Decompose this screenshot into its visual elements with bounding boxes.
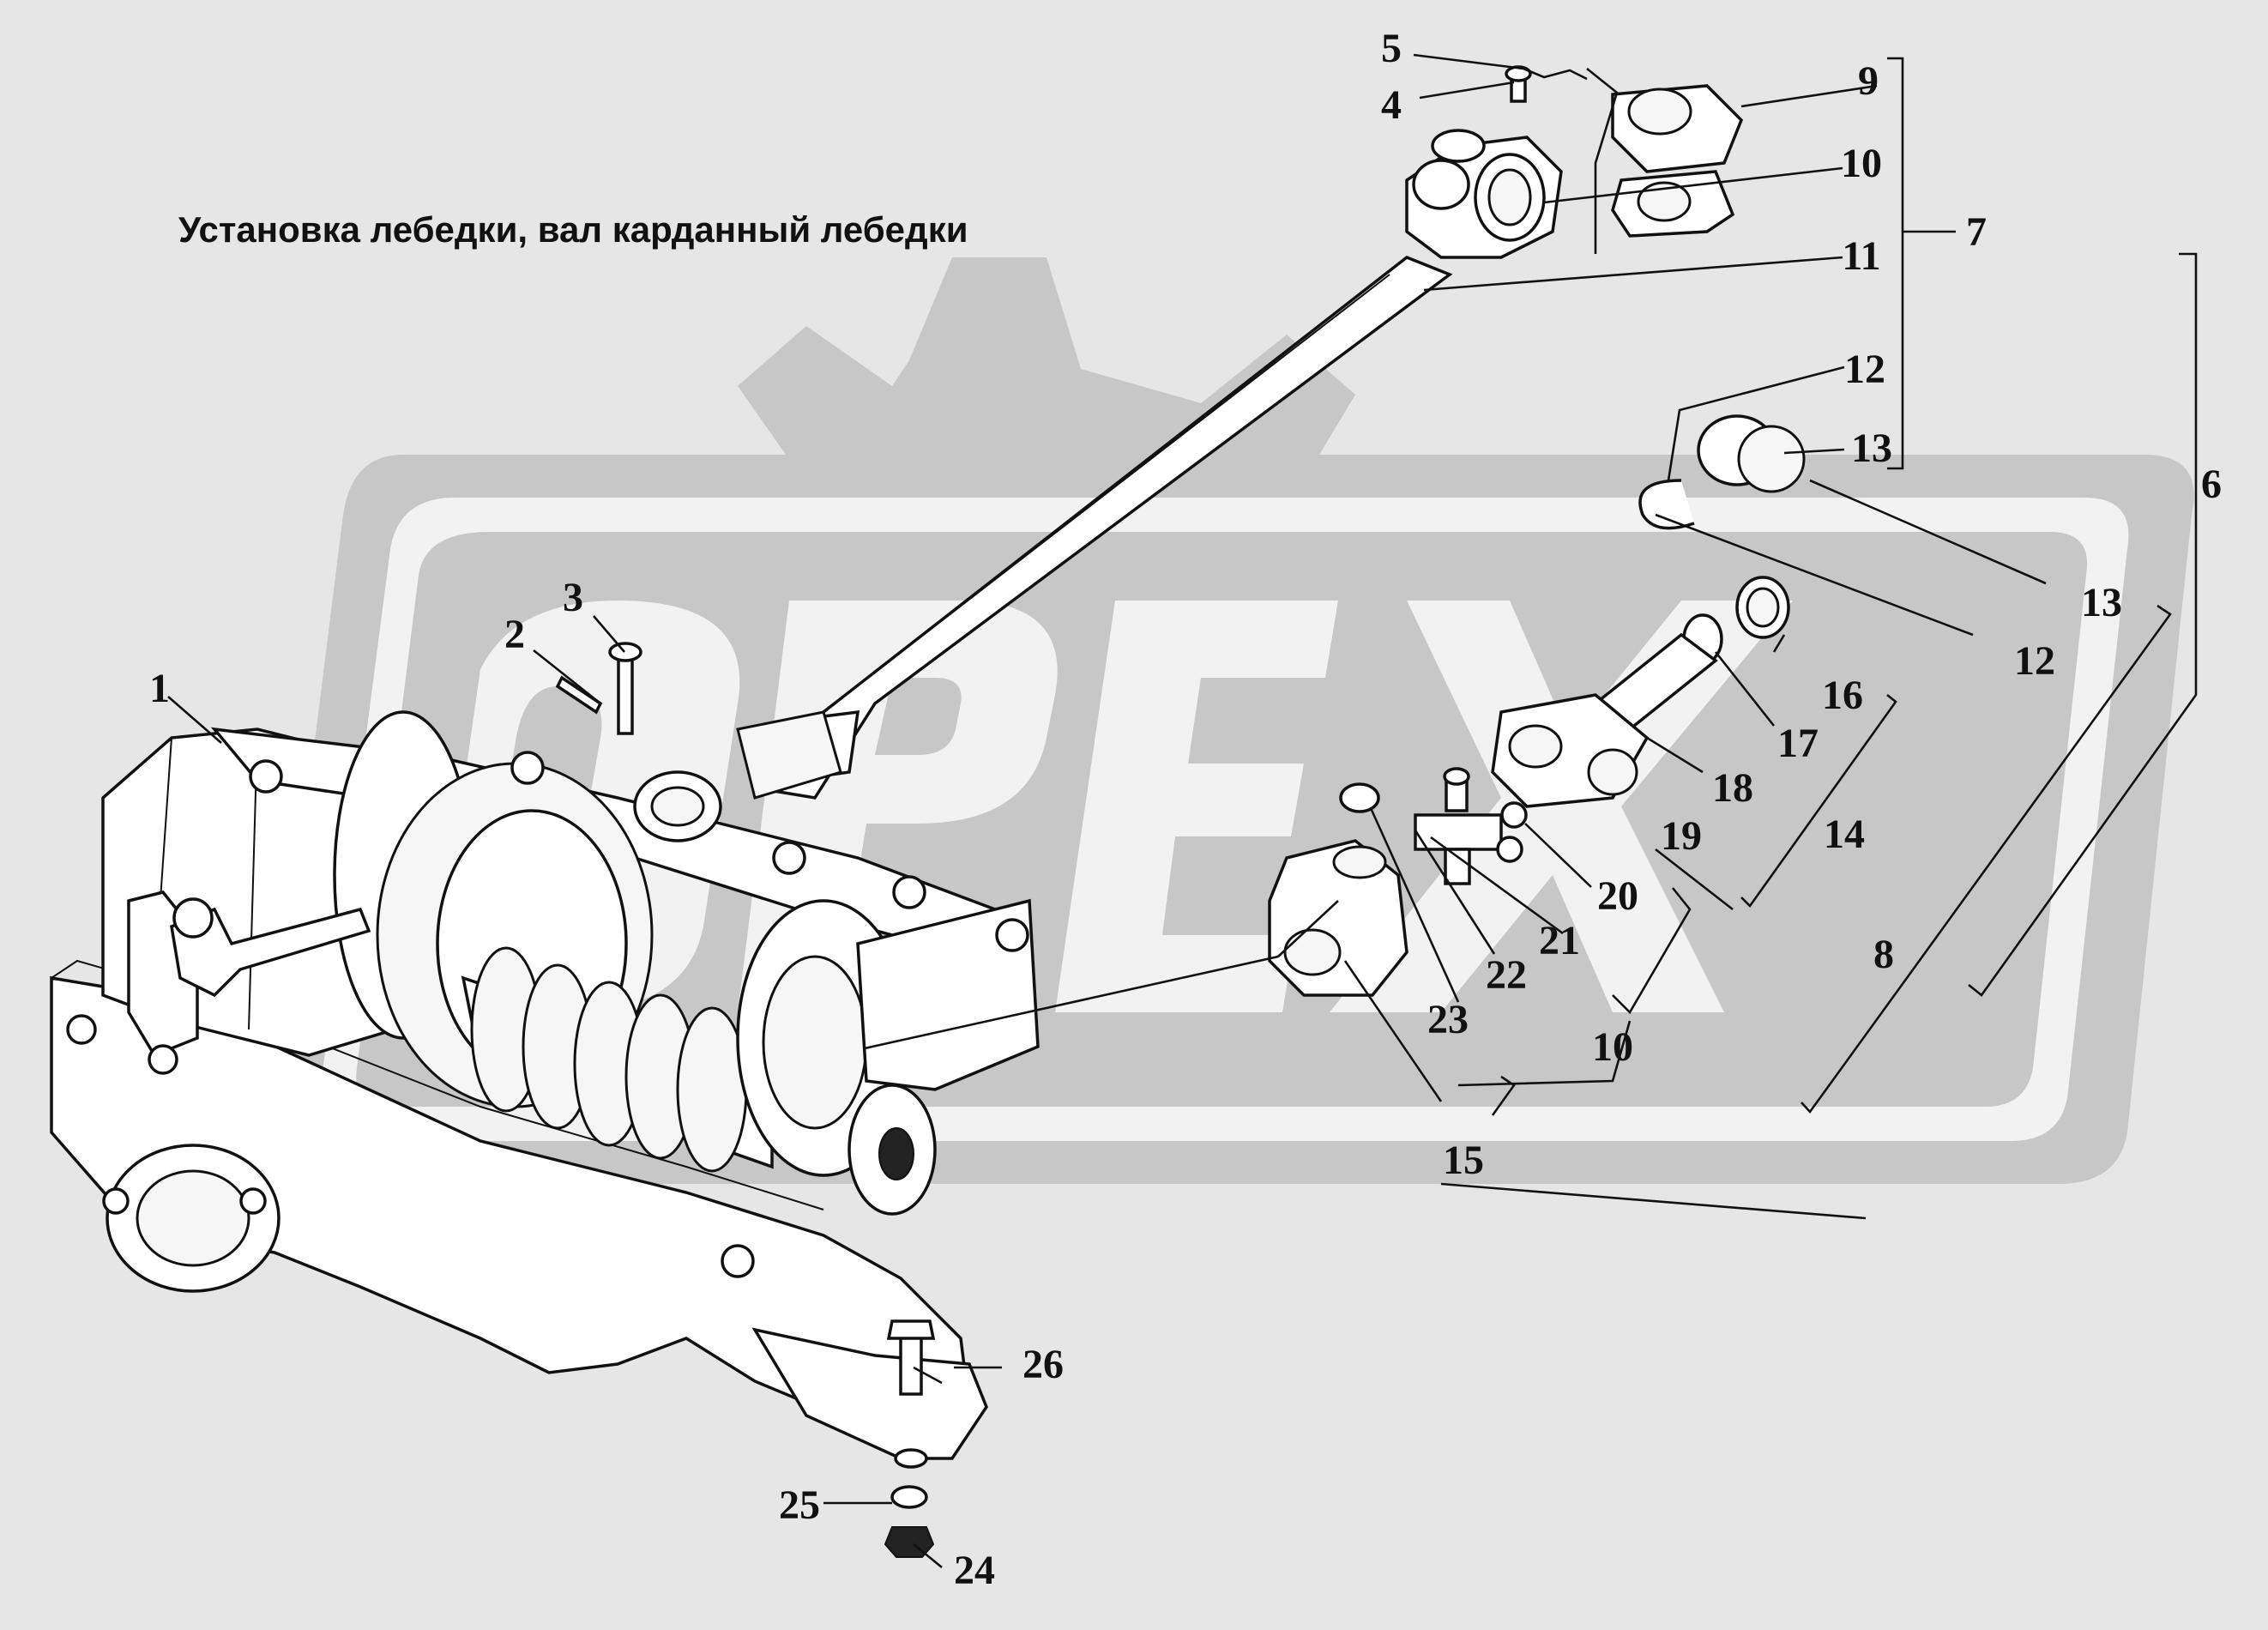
callout-21: 21 [1539, 918, 1580, 963]
callout-7: 7 [1966, 209, 1987, 255]
callout-10a: 10 [1841, 141, 1882, 186]
callout-25: 25 [779, 1482, 820, 1528]
callout-13b: 13 [2081, 580, 2122, 625]
callout-12a: 12 [1844, 347, 1885, 392]
callout-10b: 10 [1592, 1024, 1633, 1070]
callout-12b: 12 [2014, 638, 2055, 684]
callout-4: 4 [1381, 82, 1402, 128]
callout-9: 9 [1858, 58, 1879, 104]
callout-8: 8 [1873, 932, 1894, 977]
cable-coils [470, 946, 748, 1173]
callout-15: 15 [1443, 1138, 1484, 1183]
callout-22: 22 [1486, 952, 1527, 998]
callout-5: 5 [1381, 26, 1402, 71]
callout-14: 14 [1824, 812, 1865, 857]
callout-20: 20 [1597, 873, 1638, 919]
winch-housing [50, 710, 1040, 1460]
callout-17: 17 [1777, 721, 1819, 766]
lock-ring-and-cap [1638, 414, 1806, 530]
callout-labels: 1 2 3 4 5 6 7 8 9 10 10 11 12 12 13 13 1… [149, 26, 2222, 1593]
callout-13a: 13 [1851, 426, 1892, 471]
callout-6: 6 [2201, 462, 2222, 507]
callout-1: 1 [149, 666, 170, 711]
diagram-title: Установка лебедки, вал карданный лебедки [178, 209, 968, 250]
short-shaft-14 [1491, 576, 1790, 808]
callout-3: 3 [563, 575, 583, 620]
callout-23: 23 [1427, 997, 1469, 1042]
callout-18: 18 [1712, 765, 1753, 811]
callout-16: 16 [1822, 673, 1863, 718]
callout-11: 11 [1842, 233, 1880, 279]
callout-24: 24 [954, 1548, 995, 1593]
callout-19: 19 [1661, 813, 1702, 859]
yoke-15 [1268, 839, 1408, 997]
propeller-shaft [633, 256, 1453, 842]
upper-universal-joint [1405, 129, 1563, 259]
pin-and-cotter [555, 642, 642, 735]
yoke-9 [1611, 84, 1744, 238]
leader-lines [167, 53, 2198, 1569]
callout-26: 26 [1022, 1342, 1064, 1387]
callout-2: 2 [504, 612, 525, 657]
